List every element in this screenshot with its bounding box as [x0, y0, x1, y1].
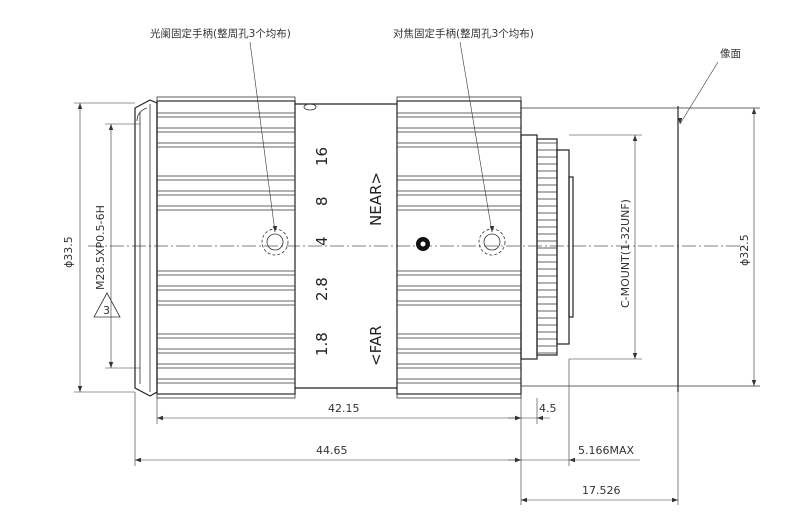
- mount-flange-label: 4.5: [539, 402, 557, 415]
- focus-screw-label: 对焦固定手柄(整周孔3个均布): [393, 27, 534, 40]
- iris-screw-label: 光阑固定手柄(整周孔3个均布): [150, 27, 291, 40]
- dimension-arrow: [108, 124, 114, 130]
- dimension-arrow: [157, 415, 163, 421]
- index-dot-icon: [416, 237, 430, 251]
- rear-protrusion-label: 5.166MAX: [578, 444, 635, 457]
- image-plane-label: 像面: [720, 48, 741, 60]
- iris-leader: [249, 41, 276, 233]
- body-length-label: 42.15: [328, 402, 360, 415]
- aperture-8: 8: [313, 196, 331, 206]
- dimension-arrow: [515, 415, 521, 421]
- far-label: <FAR: [367, 325, 385, 366]
- front-cap: [134, 99, 158, 397]
- flange-back-label: 17.526: [582, 484, 621, 497]
- dimension-arrow: [569, 457, 575, 463]
- aperture-16: 16: [313, 147, 331, 166]
- image-plane-leader: [679, 61, 719, 125]
- rear-diameter-label: ϕ32.5: [738, 234, 751, 266]
- dimension-arrow: [751, 380, 757, 386]
- dimension-arrow: [489, 226, 495, 232]
- dimension-arrow: [632, 135, 638, 141]
- dimension-arrow: [521, 497, 527, 503]
- iris-ring: [156, 96, 296, 399]
- barrel-middle: [295, 103, 397, 389]
- dimension-arrow: [751, 108, 757, 114]
- focus-ring: [396, 96, 522, 399]
- focus-leader: [459, 41, 493, 233]
- near-label: NEAR>: [367, 172, 385, 226]
- aperture-1-8: 1.8: [313, 332, 331, 356]
- iris-screw-icon: [261, 228, 289, 256]
- dimension-arrow: [537, 415, 543, 421]
- dimension-arrow: [672, 497, 678, 503]
- dimension-arrow: [677, 118, 683, 124]
- total-length-label: 44.65: [316, 444, 348, 457]
- aperture-4: 4: [313, 236, 331, 246]
- dimension-arrow: [77, 103, 83, 109]
- dimension-arrow: [77, 386, 83, 392]
- front-diameter-label: ϕ33.5: [62, 236, 75, 268]
- dimension-arrow: [272, 226, 278, 232]
- svg-text:3: 3: [103, 304, 110, 317]
- dimension-arrow: [515, 457, 521, 463]
- c-mount: [520, 134, 574, 360]
- aperture-2-8: 2.8: [313, 277, 331, 301]
- triangle-note-icon: 3: [93, 292, 121, 318]
- dimension-arrow: [135, 457, 141, 463]
- filter-thread-label: M28.5XP0.5-6H: [94, 205, 107, 290]
- dimension-arrow: [108, 362, 114, 368]
- dimension-arrow: [632, 353, 638, 359]
- focus-screw-icon: [478, 228, 506, 256]
- mount-label: C-MOUNT(1-32UNF): [619, 199, 632, 308]
